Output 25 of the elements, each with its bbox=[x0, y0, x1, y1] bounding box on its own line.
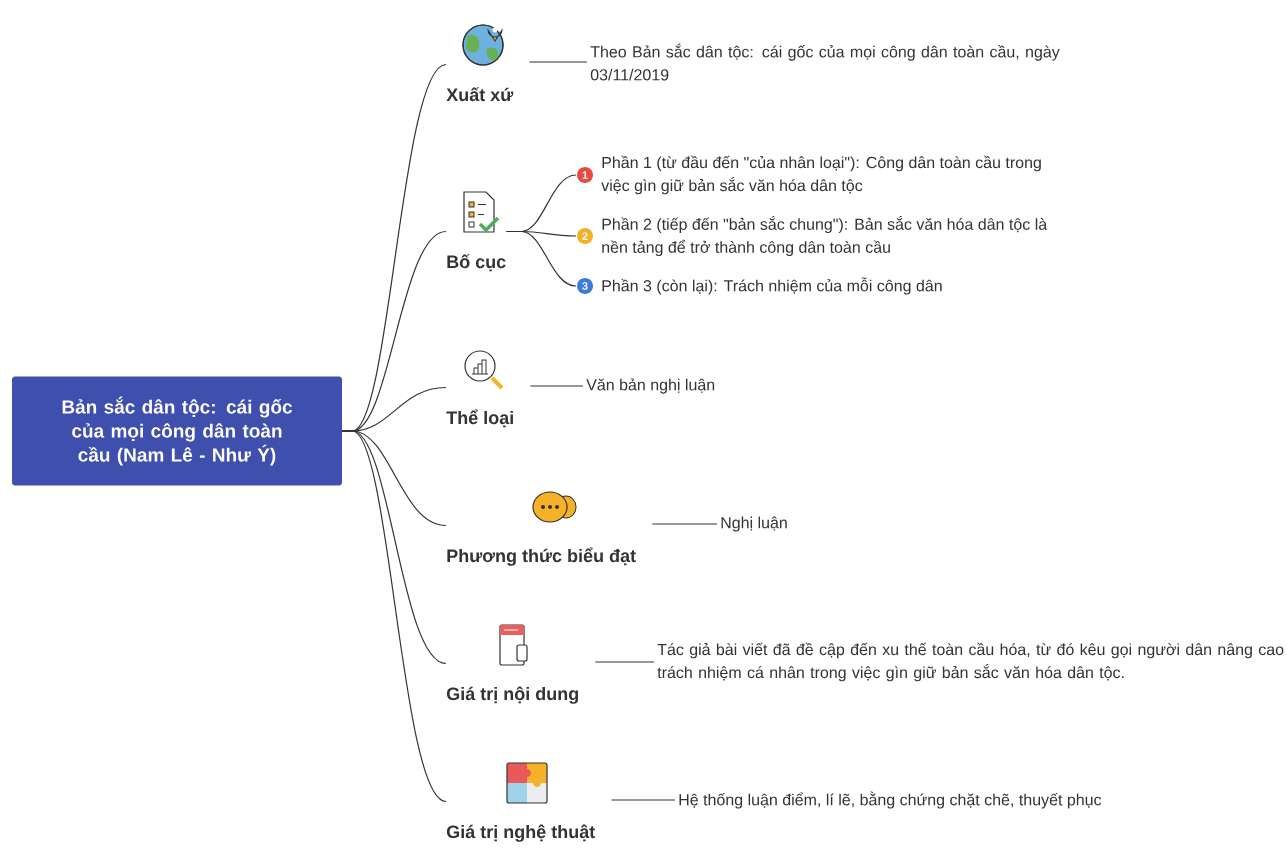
branch-label: Giá trị nội dung bbox=[446, 686, 578, 704]
number-badge: 2 bbox=[577, 228, 593, 244]
root-box: Bản sắc dân tộc: cái gốc của mọi công dân toàn cầu (Nam Lê - Như Ý) bbox=[12, 376, 342, 486]
connector-line bbox=[528, 61, 588, 63]
connector-line bbox=[651, 523, 718, 525]
number-badge: 3 bbox=[577, 278, 593, 294]
branch-text: Hệ thống luận điểm, lí lẽ, bằng chứng chặt chẽ, thuyết phục bbox=[679, 791, 1102, 809]
branch-text: Văn bản nghị luận bbox=[586, 378, 715, 394]
branch-text: Nghị luận bbox=[721, 516, 787, 532]
branch-label: Giá trị nghệ thuật bbox=[446, 824, 595, 842]
branch-label: Thể loại bbox=[446, 409, 513, 428]
branch-text: Phần 2 (tiếp đến "bản sắc chung"): Bản sắc văn hóa dân tộc là nền tảng để trở thành công dân toàn cầu bbox=[602, 215, 1048, 257]
branch-label: Phương thức biểu đạt bbox=[447, 547, 636, 566]
branch-text: Phần 3 (còn lại): Trách nhiệm của mỗi công dân bbox=[602, 277, 942, 295]
branch-text: Theo Bản sắc dân tộc: cái gốc của mọi công dân toàn cầu, ngày 03/11/2019 bbox=[590, 43, 1060, 81]
branch-text: Phần 1 (từ đầu đến "của nhân loại"): Công dân toàn cầu trong việc gìn giữ bản sắc văn hóa dân tộc bbox=[601, 155, 1041, 195]
connector-line bbox=[505, 230, 577, 287]
connector-line bbox=[529, 385, 584, 387]
branch-label: Xuất xứ bbox=[446, 87, 514, 102]
connector-line bbox=[594, 661, 655, 663]
branch-label: Bố cục bbox=[447, 254, 506, 272]
connector-line bbox=[341, 430, 447, 803]
number-badge: 1 bbox=[577, 167, 593, 183]
connector-line bbox=[610, 799, 676, 801]
branch-text: Tác giả bài viết đã đề cập đến xu thế toàn cầu hóa, từ đó kêu gọi người dân nâng cao trách nhiệm cá nhân trong việc gìn giữ bản sắc văn hóa dân tộc. bbox=[657, 642, 1284, 682]
